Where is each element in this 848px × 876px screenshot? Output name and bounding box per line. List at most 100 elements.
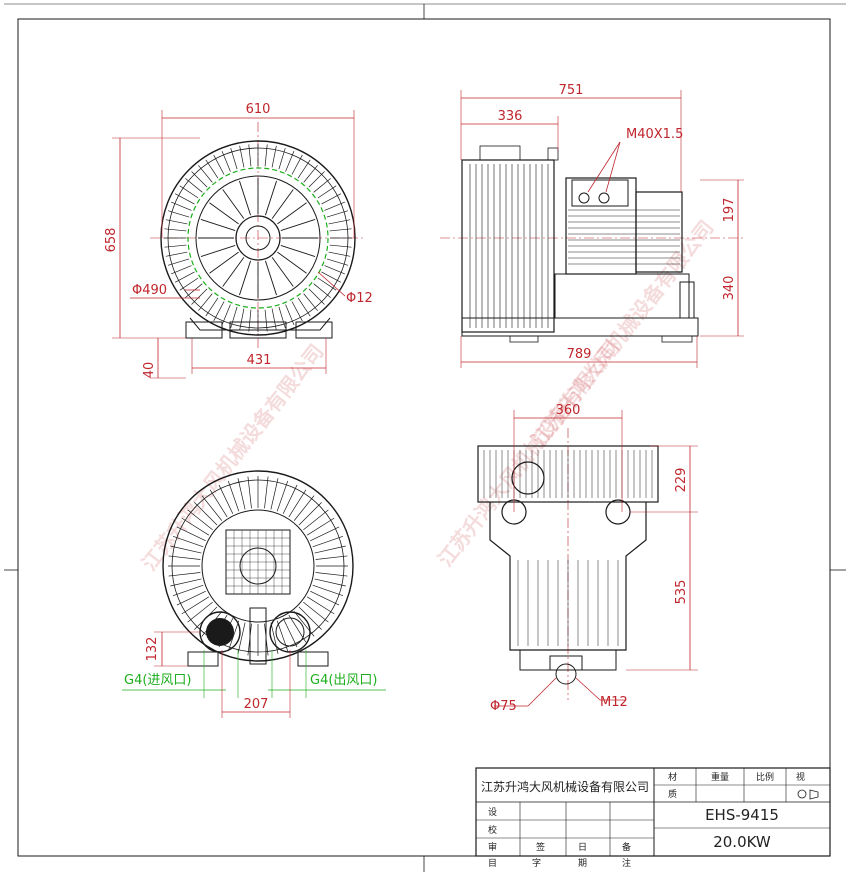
drawing-line [297,159,311,179]
title-model: EHS-9415 [705,806,779,824]
dim-top-upper: 229 [674,468,689,493]
top-body-lines [517,560,619,646]
drawing-line [171,265,192,275]
drawing-line [329,228,352,232]
drawing-line [170,545,202,554]
dim-rear-port-spacing: 207 [244,697,269,712]
drawing-line [174,193,195,205]
drawing-line [187,601,213,623]
dim-side-gland: M40X1.5 [626,127,683,142]
front-fins [164,144,352,332]
drawing-line [303,293,318,311]
drawing-line [227,620,240,652]
drawing-line [326,258,349,266]
drawing-line [209,202,239,225]
title-col-note: 注 [622,857,631,869]
title-block: 江苏升鸿大风机械设备有限公司 材 质 重量 比例 视 EHS-9415 20.0… [475,767,831,857]
drawing-line [172,584,204,597]
drawing-line [172,535,204,548]
drawing-line [317,185,337,199]
drawing-line [264,144,268,167]
drawing-line [297,297,311,317]
drawing-line [221,304,231,325]
drawing-line [237,622,246,654]
drawing-line [179,185,199,199]
front-spokes [198,178,318,298]
title-col-weight: 重量 [711,771,729,783]
title-row-review: 审 [488,841,497,853]
dim-front-width: 610 [246,102,271,117]
title-col-char: 字 [532,857,541,869]
title-row-design: 设 [488,807,497,818]
dim-front-diameter: Φ490 [132,283,167,298]
drawing-line [187,509,213,531]
title-col-date: 日 [578,842,587,853]
drawing-line [165,251,188,257]
drawing-line [314,545,346,554]
drawing-line [326,210,349,218]
dim-top-diameter: Φ75 [490,699,517,714]
dim-rear-port-height: 132 [145,637,160,662]
drawing-line [230,306,238,329]
drawing-line [179,277,199,291]
drawing-line [271,308,277,331]
drawing-line [164,244,187,248]
title-col-sign: 签 [536,841,545,853]
rear-dimensions: 132 G4(进风口) G4(出风口) 207 [122,631,386,718]
drawing-line [181,596,210,615]
drawing-line [230,147,238,170]
drawing-line [264,476,269,509]
dim-front-foot: 40 [142,362,157,379]
drawing-line [167,258,190,266]
title-col-view: 视 [796,771,805,783]
drawing-line [285,304,295,325]
rear-grille [225,529,291,595]
drawing-line [164,228,187,232]
dim-side-base: 789 [567,347,592,362]
drawing-line [176,526,206,542]
drawing-line [293,611,315,637]
drawing-line [293,495,315,521]
drawing-line [201,495,223,521]
drawing-line [306,517,335,536]
drawing-line [209,489,228,518]
drawing-line [277,251,307,274]
port-inlet-label: G4(进风口) [124,673,192,688]
top-dimensions: 360 229 535 Φ75 M12 [490,403,698,714]
view-symbol-icon [797,789,819,800]
drawing-line [191,171,208,188]
sheet-frame [4,3,846,872]
drawing-line [315,572,348,577]
drawing-line [317,277,337,291]
title-col-item: 目 [488,858,497,869]
drawing-line [248,309,252,332]
drawing-line [185,178,203,193]
drawing-line [181,517,210,536]
dim-front-base: 431 [247,353,272,368]
drawing-line [308,288,325,305]
drawing-line [282,484,298,514]
side-dimensions: 751 336 M40X1.5 197 340 789 [460,83,744,368]
drawing-line [222,257,245,287]
drawing-line [315,555,348,560]
drawing-line [167,210,190,218]
title-block-footer: 目 字 期 注 [488,857,631,869]
rear-fins [168,476,348,656]
drawing-line [198,293,213,311]
drawing-line [298,502,322,526]
drawing-line [303,165,318,183]
drawing-line [205,297,219,317]
drawing-line [185,283,203,298]
drawing-line [271,257,294,287]
drawing-line [200,244,236,257]
drawing-line [171,201,192,211]
motor-fins [568,209,680,265]
drawing-line [328,251,351,257]
drawing-line [239,260,252,296]
drawing-line [264,260,277,296]
drawing-line [278,306,286,329]
drawing-line [194,502,218,526]
drawing-line [271,189,294,219]
title-row-material: 质 [668,788,677,800]
drawing-line [218,484,234,514]
